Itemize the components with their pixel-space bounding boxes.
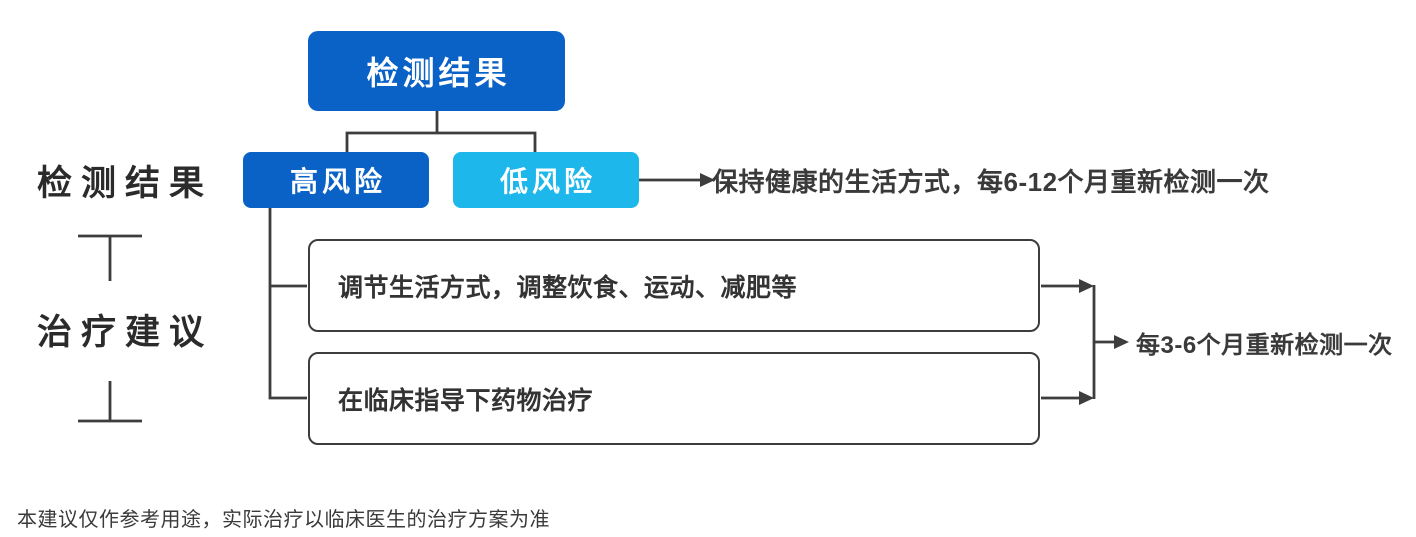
low-risk-label: 低风险 bbox=[499, 166, 596, 197]
high-risk-label: 高风险 bbox=[289, 166, 386, 197]
retest-arrowhead-icon bbox=[1114, 335, 1129, 349]
treatment-medication-label: 在临床指导下药物治疗 bbox=[338, 386, 594, 415]
treatment2-arrowhead-icon bbox=[1079, 391, 1094, 405]
high-risk-node: 高风险 bbox=[243, 152, 429, 208]
treatment-node-lifestyle: 调节生活方式，调整饮食、运动、减肥等 bbox=[308, 239, 1040, 332]
treatment-lifestyle-label: 调节生活方式，调整饮食、运动、减肥等 bbox=[338, 273, 798, 302]
disclaimer-text: 本建议仅作参考用途，实际治疗以临床医生的治疗方案为准 bbox=[17, 509, 550, 531]
treatment-node-medication: 在临床指导下药物治疗 bbox=[308, 352, 1040, 445]
low-risk-advice-text: 保持健康的生活方式，每6-12个月重新检测一次 bbox=[712, 166, 1270, 197]
treatment1-arrowhead-icon bbox=[1079, 279, 1094, 293]
treatment-row-bracket bbox=[78, 381, 142, 423]
low-risk-node: 低风险 bbox=[453, 152, 639, 208]
side-label-treatment-advice: 治疗建议 bbox=[37, 313, 214, 352]
side-label-test-result: 检测结果 bbox=[37, 164, 214, 203]
root-node-label: 检测结果 bbox=[366, 55, 511, 91]
connector-risk-fork bbox=[345, 131, 537, 152]
retest-note-text: 每3-6个月重新检测一次 bbox=[1136, 331, 1393, 359]
root-node-test-result: 检测结果 bbox=[308, 31, 565, 111]
connector-high-risk-stem bbox=[268, 208, 307, 400]
results-row-bracket bbox=[78, 234, 142, 281]
